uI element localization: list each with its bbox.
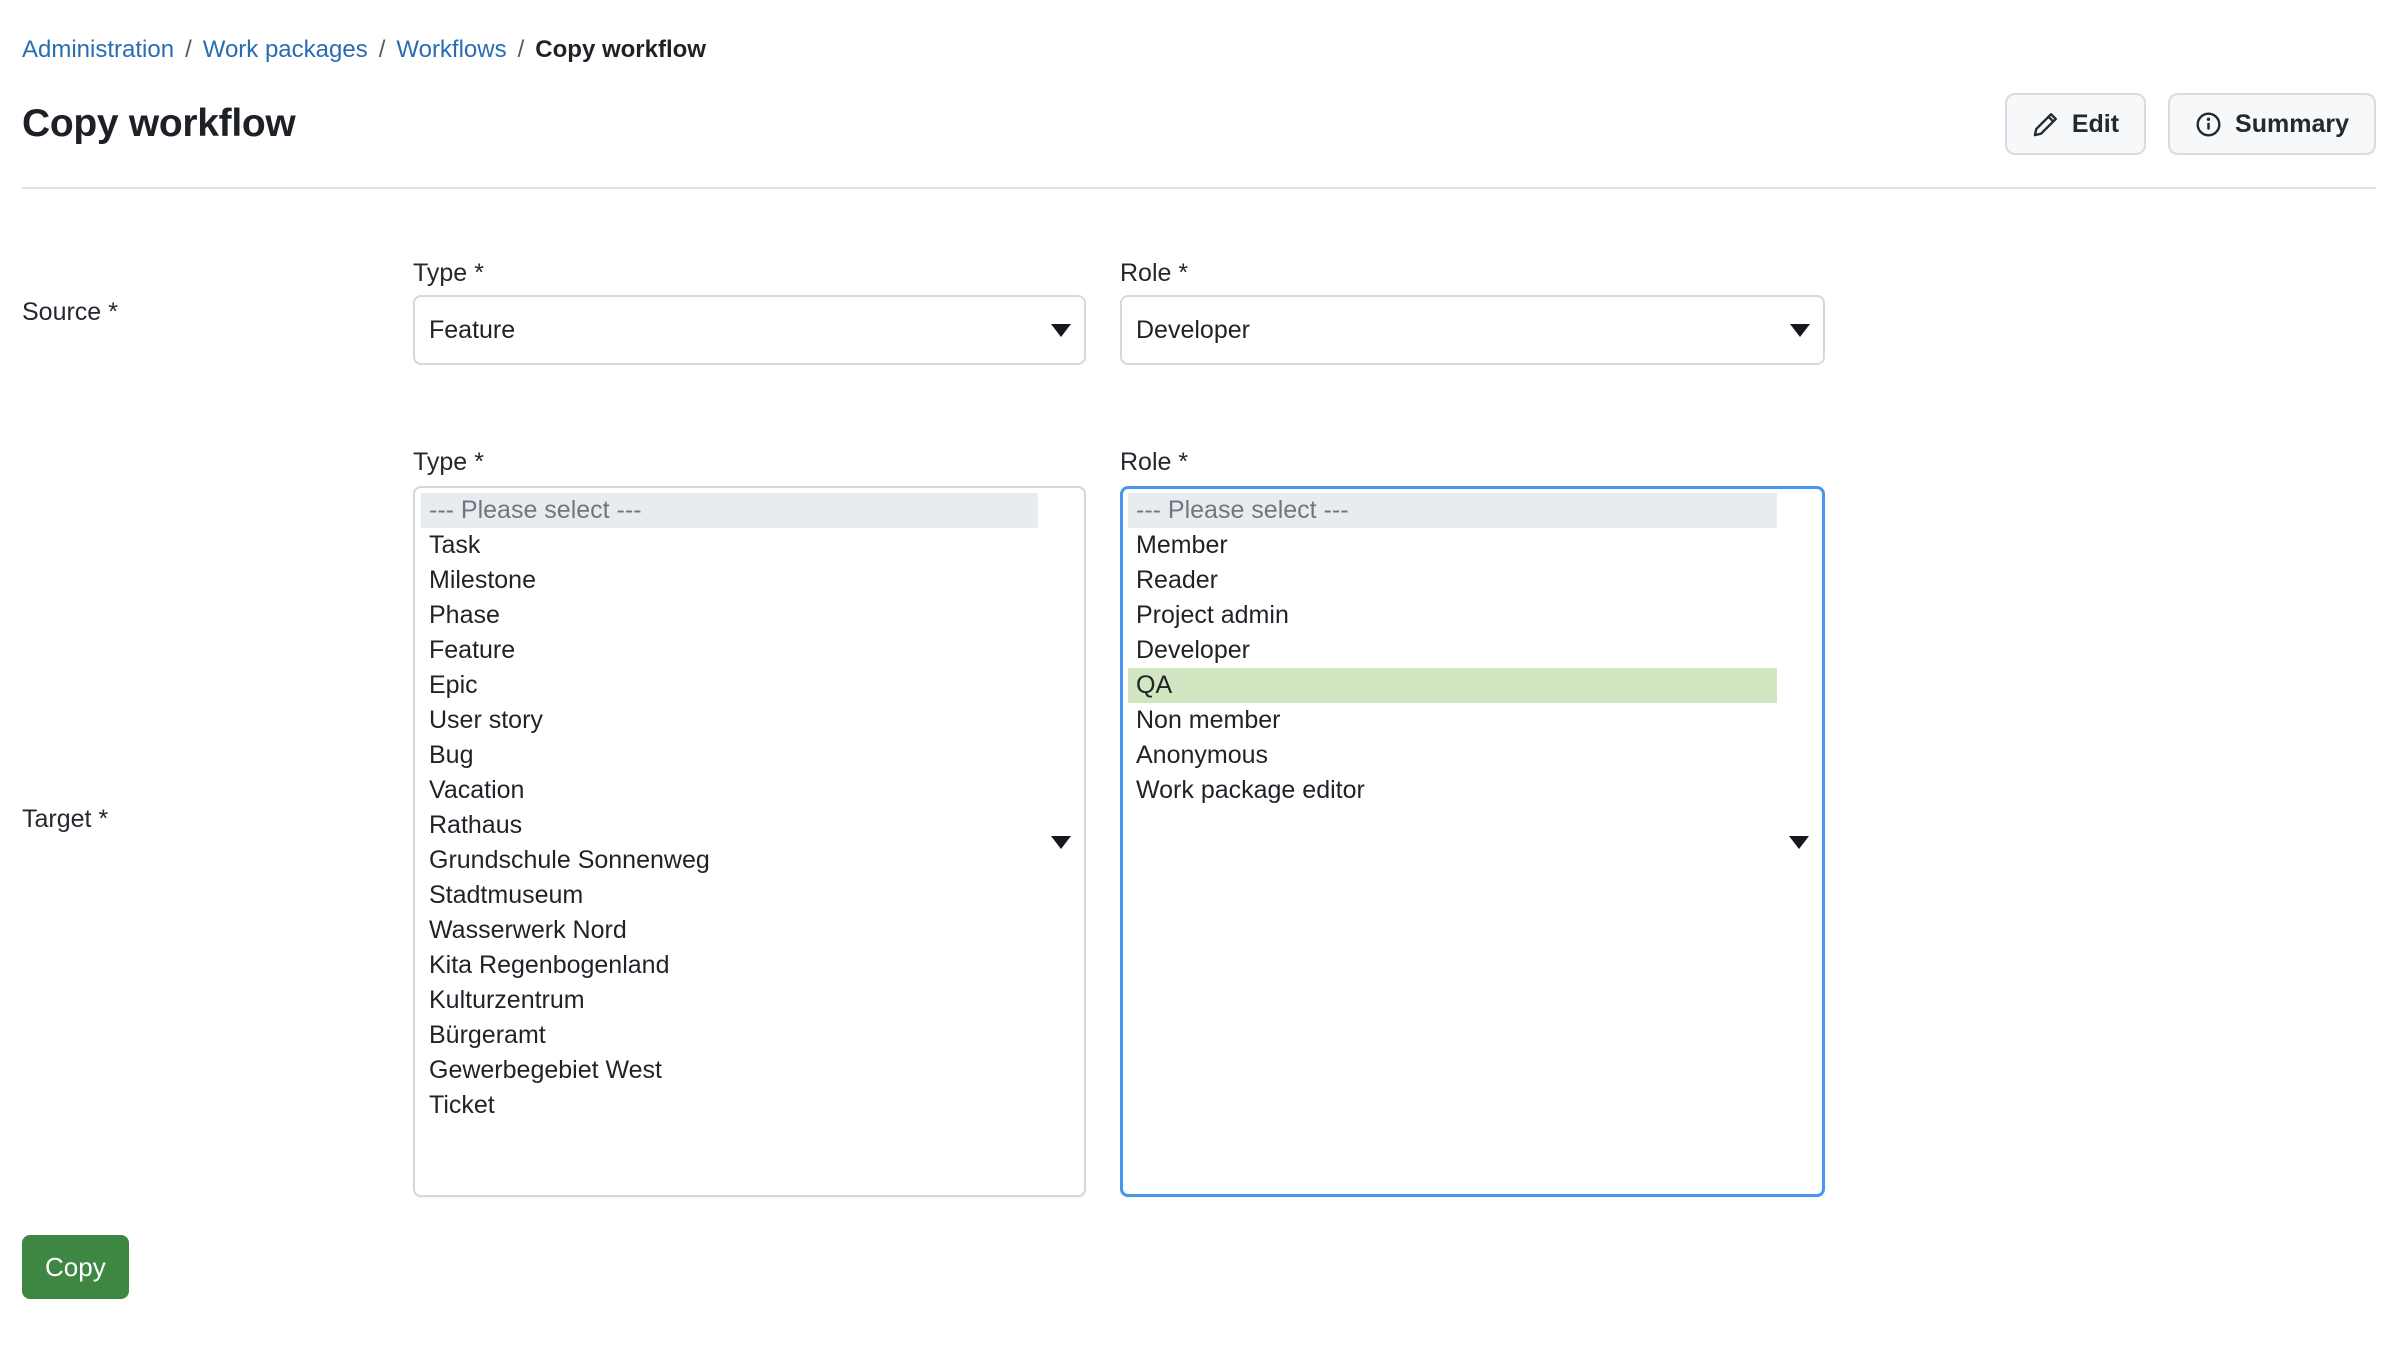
header-divider (22, 187, 2376, 189)
required-marker: * (474, 259, 484, 287)
required-marker: * (1178, 259, 1189, 287)
copy-workflow-form: Source* Type* Feature Role* Developer Ta… (22, 259, 2376, 1299)
header-actions: Edit Summary (2004, 93, 2376, 155)
option-b-rgeramt[interactable]: Bürgeramt (429, 1021, 546, 1049)
option-developer[interactable]: Developer (1136, 636, 1250, 664)
option-please-select[interactable]: --- Please select --- (421, 493, 1038, 528)
option-reader[interactable]: Reader (1136, 566, 1218, 594)
option-anonymous[interactable]: Anonymous (1136, 741, 1269, 769)
source-role-field: Role* Developer (1120, 259, 1825, 365)
summary-button[interactable]: Summary (2168, 93, 2376, 155)
pencil-icon (2032, 111, 2059, 138)
required-marker: * (108, 298, 118, 326)
copy-button[interactable]: Copy (22, 1235, 129, 1299)
source-label: Source* (22, 298, 118, 326)
option-member[interactable]: Member (1136, 531, 1228, 559)
option-wasserwerk-nord[interactable]: Wasserwerk Nord (429, 916, 627, 944)
target-type-label: Type* (413, 448, 484, 476)
option-work-package-editor[interactable]: Work package editor (1136, 776, 1365, 804)
breadcrumb: Administration / Work packages / Workflows / C… (22, 35, 2376, 65)
option-vacation[interactable]: Vacation (429, 776, 525, 804)
source-type-field: Type* Feature (413, 259, 1086, 365)
target-label: Target* (22, 805, 109, 833)
breadcrumb-separator: / (185, 36, 192, 63)
option-ticket[interactable]: Ticket (429, 1091, 495, 1119)
source-type-label: Type* (413, 259, 484, 287)
summary-button-label: Summary (2235, 109, 2349, 138)
option-stadtmuseum[interactable]: Stadtmuseum (429, 881, 584, 909)
caret-down-icon (1789, 835, 1809, 849)
option-phase[interactable]: Phase (429, 601, 500, 629)
caret-down-icon (1790, 324, 1810, 337)
page-header: Copy workflow Edit (22, 93, 2376, 155)
caret-down-icon (1051, 324, 1071, 337)
source-role-select[interactable]: Developer (1120, 295, 1825, 365)
target-label-col: Target* (22, 448, 413, 1197)
breadcrumb-link-work-packages[interactable]: Work packages (202, 36, 368, 63)
option-task[interactable]: Task (429, 531, 481, 559)
breadcrumb-current: Copy workflow (535, 36, 706, 63)
breadcrumb-link-administration[interactable]: Administration (22, 36, 175, 63)
option-rathaus[interactable]: Rathaus (429, 811, 523, 839)
option-user-story[interactable]: User story (429, 706, 543, 734)
page-title: Copy workflow (22, 102, 296, 145)
option-project-admin[interactable]: Project admin (1136, 601, 1289, 629)
option-feature[interactable]: Feature (429, 636, 516, 664)
source-row: Source* Type* Feature Role* Developer (22, 259, 2376, 365)
option-grundschule-sonnenweg[interactable]: Grundschule Sonnenweg (429, 846, 710, 874)
breadcrumb-separator: / (517, 36, 525, 63)
option-qa[interactable]: QA (1128, 668, 1777, 703)
source-role-value: Developer (1136, 315, 1250, 344)
source-role-label: Role* (1120, 259, 1189, 287)
edit-button[interactable]: Edit (2004, 93, 2147, 155)
option-gewerbegebiet-west[interactable]: Gewerbegebiet West (429, 1056, 662, 1084)
source-type-select[interactable]: Feature (413, 295, 1086, 365)
source-type-value: Feature (429, 315, 516, 344)
required-marker: * (98, 805, 109, 833)
target-role-label: Role* (1120, 448, 1189, 476)
option-please-select[interactable]: --- Please select --- (1128, 493, 1777, 528)
source-label-col: Source* (22, 259, 413, 365)
caret-down-icon (1051, 835, 1071, 849)
option-milestone[interactable]: Milestone (429, 566, 536, 594)
option-epic[interactable]: Epic (429, 671, 478, 699)
edit-button-label: Edit (2071, 109, 2120, 138)
option-bug[interactable]: Bug (429, 741, 474, 769)
option-non-member[interactable]: Non member (1136, 706, 1281, 734)
option-kulturzentrum[interactable]: Kulturzentrum (429, 986, 585, 1014)
breadcrumb-separator: / (378, 36, 386, 63)
required-marker: * (1178, 448, 1189, 476)
info-circle-icon (2195, 111, 2222, 138)
required-marker: * (474, 448, 484, 476)
option-kita-regenbogenland[interactable]: Kita Regenbogenland (429, 951, 670, 979)
breadcrumb-link-workflows[interactable]: Workflows (396, 36, 507, 63)
